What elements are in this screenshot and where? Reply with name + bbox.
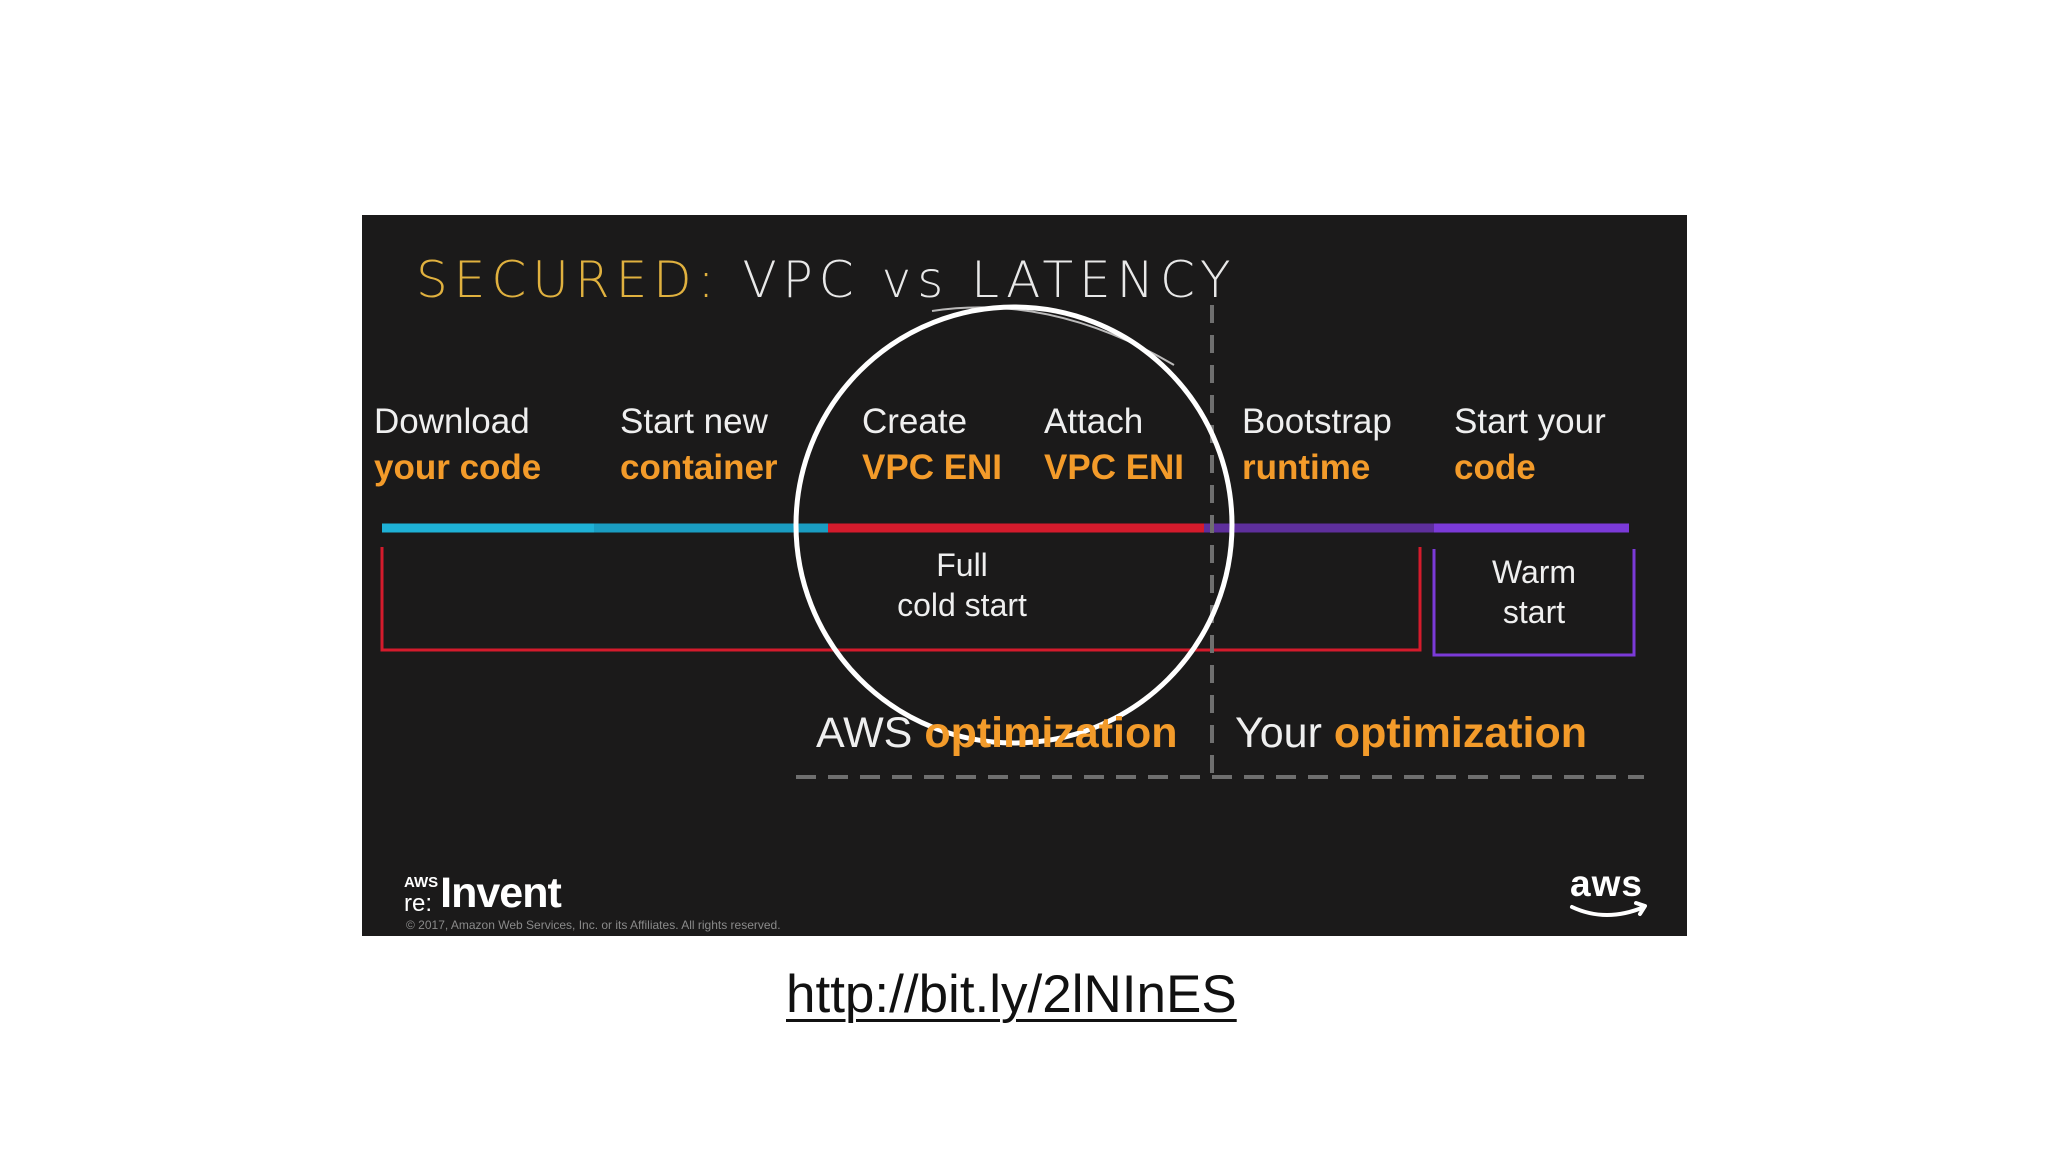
stage-label-highlight: VPC ENI (1044, 448, 1185, 487)
stage-download-code: Download your code (374, 399, 541, 491)
stage-start-your-code: Start your code (1454, 399, 1606, 491)
reinvent-logo-re: re: (404, 890, 433, 917)
box-text-line: Warm (1491, 554, 1577, 590)
aws-optimization-label: AWS optimization (816, 709, 1178, 758)
reinvent-logo-text: Invent (440, 869, 562, 917)
stage-label-highlight: runtime (1242, 448, 1371, 487)
slide: SECURED: VPC vs LATENCY Download your co… (362, 215, 1687, 936)
reinvent-logo: AWS re: Invent (404, 869, 562, 917)
reinvent-logo-small: AWS re: (404, 874, 438, 916)
stage-create-vpc-eni: Create VPC ENI (862, 399, 1002, 491)
box-text-line: cold start (897, 587, 1027, 623)
stage-label-highlight: container (620, 448, 778, 487)
stage-label: Bootstrap (1242, 402, 1392, 441)
your-optimization-label: Your optimization (1235, 709, 1587, 758)
stage-attach-vpc-eni: Attach VPC ENI (1044, 399, 1184, 491)
stage-label: Start new (620, 402, 768, 441)
cold-start-bracket (380, 547, 1422, 652)
stage-label: Start your (1454, 402, 1606, 441)
stage-label: Create (862, 402, 968, 441)
aws-logo-text: aws (1570, 863, 1643, 904)
stage-bootstrap-runtime: Bootstrap runtime (1242, 399, 1392, 491)
bitly-link[interactable]: http://bit.ly/2lNInES (786, 965, 1237, 1024)
reinvent-logo-aws: AWS (404, 874, 439, 891)
aws-smile-icon (1570, 901, 1647, 917)
slide-title: SECURED: VPC vs LATENCY (416, 251, 1237, 309)
opt-accent: optimization (924, 709, 1178, 757)
stage-label: Attach (1044, 402, 1144, 441)
title-accent: SECURED: (416, 251, 721, 309)
opt-word: Your (1235, 709, 1322, 757)
stage-label-highlight: VPC ENI (862, 448, 1003, 487)
full-cold-start-label: Full cold start (812, 545, 1112, 625)
box-text-line: Full (936, 547, 988, 583)
opt-word: AWS (816, 709, 913, 757)
title-rest: VPC vs LATENCY (742, 251, 1237, 309)
warm-start-bracket (1432, 549, 1636, 657)
stage-label: Download (374, 402, 530, 441)
stage-label-highlight: code (1454, 448, 1536, 487)
warm-start-label: Warm start (1436, 552, 1632, 632)
copyright-text: © 2017, Amazon Web Services, Inc. or its… (406, 918, 781, 932)
stage-label-highlight: your code (374, 448, 542, 487)
aws-logo: aws (1568, 863, 1650, 923)
timeline-diagram (380, 304, 1644, 779)
highlight-circle (793, 304, 1235, 746)
opt-accent: optimization (1333, 709, 1588, 757)
highlight-circle-stroke (931, 306, 1175, 366)
stage-start-container: Start new container (620, 399, 778, 491)
box-text-line: start (1502, 594, 1566, 630)
